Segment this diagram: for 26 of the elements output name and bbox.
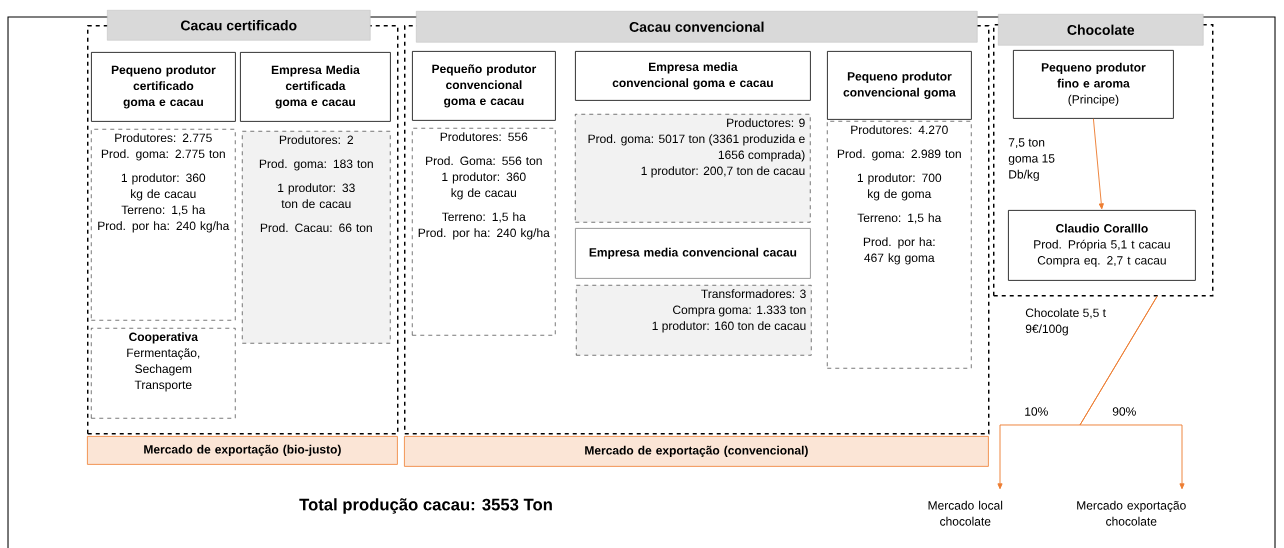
market-label: Mercado exportação chocolate — [1077, 500, 1186, 526]
title-box: Pequeno produtor certificado goma e cacau — [91, 52, 236, 122]
arrow — [1079, 296, 1185, 490]
total-text: Total produção cacau: 3553 Ton — [299, 498, 552, 514]
data-box: Produtores: 556 Prod. Goma: 556 ton 1 produtor: 360 kg de cacau Terreno: 1,5 ha Prod. por ha: 240 kg/ha — [412, 128, 556, 336]
title-box: Empresa Media certificada goma e cacau — [240, 52, 391, 122]
edge-label: 7,5 ton goma 15 Db/kg — [1008, 138, 1055, 181]
title-box: Pequeno produtor fino e aroma (Principe) — [1013, 50, 1174, 119]
data-box: Produtores: 4.270 Prod. goma: 2.989 ton 1 produtor: 700 kg de goma Terreno: 1,5 ha Prod. por ha: 467 kg goma — [827, 121, 972, 369]
data-box: Productores: 9 Prod. goma: 5017 ton (3361 produzida e 1656 comprada) 1 produtor: 200,7 ton de cacau — [575, 114, 811, 223]
title-box: Empresa media convencional cacau — [575, 228, 811, 279]
title-box: Pequeno produtor convencional goma — [827, 51, 972, 120]
note-text: Chocolate 5,5 t 9€/100g — [1025, 308, 1106, 336]
arrow — [1092, 118, 1104, 210]
data-box: Transformadores: 3 Compra goma: 1.333 ton 1 produtor: 160 ton de cacau — [576, 285, 812, 356]
data-box: Produtores: 2 Prod. goma: 183 ton 1 produtor: 33 ton de cacau Prod. Cacau: 66 ton — [242, 131, 391, 344]
market-band: Mercado de exportação (bio-justo) — [87, 436, 398, 465]
market-label: Mercado local chocolate — [928, 500, 1003, 526]
edge-label: 10% — [1025, 407, 1048, 416]
data-box: Cooperativa Fermentação, Sechagem Transporte — [91, 328, 236, 419]
market-band: Mercado de exportação (convencional) — [404, 436, 989, 467]
data-box: Produtores: 2.775 Prod. goma: 2.775 ton 1 produtor: 360 kg de cacau Terreno: 1,5 ha Prod. por ha: 240 kg/ha — [91, 129, 236, 321]
title-box: Pequeño produtor convencional goma e cacau — [412, 51, 556, 121]
edge-label: 90% — [1112, 407, 1136, 416]
title-box: Claudio Coralllo Prod. Própria 5,1 t cacau Compra eq. 2,7 t cacau — [1008, 210, 1196, 281]
title-box: Empresa media convencional goma e cacau — [575, 51, 811, 101]
